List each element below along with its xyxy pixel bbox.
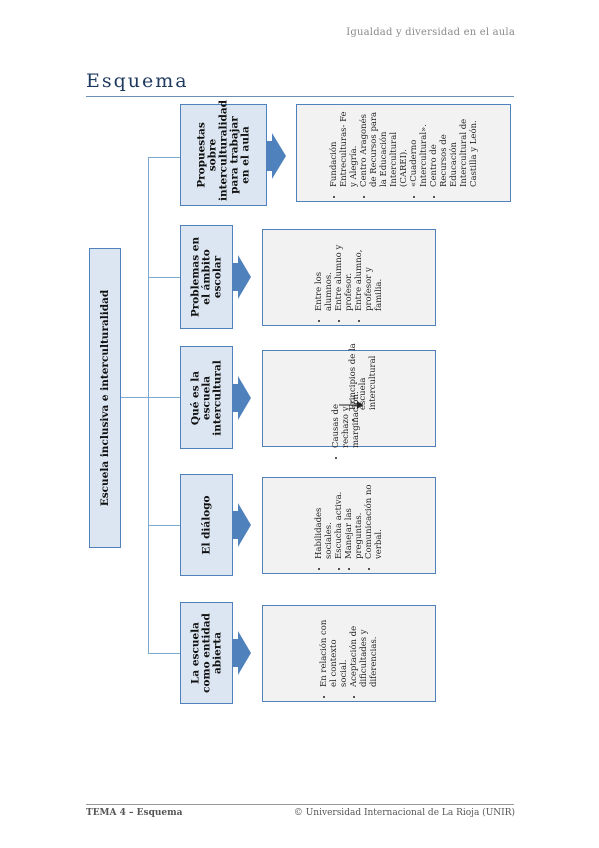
list-item: Aceptación de dificultades y diferencias… bbox=[349, 611, 379, 686]
detail-box-5: En relación con el contexto social. Acep… bbox=[262, 605, 436, 702]
topic-label-4: El diálogo bbox=[200, 495, 212, 555]
list-item: Comunicación no verbal. bbox=[364, 483, 384, 559]
detail-list-4: Habilidades sociales. Escucha activa. Ma… bbox=[314, 483, 384, 569]
arrow-icon-3 bbox=[233, 376, 251, 420]
topic-label-3: Qué es la escuela intercultural bbox=[189, 359, 223, 436]
arrow-icon-4 bbox=[233, 503, 251, 547]
footer-divider bbox=[86, 804, 514, 805]
list-item: «Cuaderno Intercultural». bbox=[409, 109, 429, 187]
topic-box-3: Qué es la escuela intercultural bbox=[180, 346, 233, 449]
list-item: Principios de la escuela intercultural bbox=[348, 340, 378, 410]
list-item: Manejar las preguntas. bbox=[344, 483, 364, 559]
connector-branch-4 bbox=[148, 525, 180, 526]
main-topic-box: Escuela inclusiva e interculturalidad bbox=[89, 248, 121, 548]
list-item: En relación con el contexto social. bbox=[319, 611, 349, 686]
connector-vertical bbox=[148, 157, 149, 654]
arrow-right-icon bbox=[339, 401, 363, 409]
topic-label-2: Problemas en el ámbito escolar bbox=[189, 236, 223, 318]
list-item: Escucha activa. bbox=[334, 483, 344, 558]
detail-box-1: Fundación Entreculturas- Fe y Alegría. C… bbox=[296, 104, 511, 202]
title-divider bbox=[86, 96, 514, 97]
topic-label-5: La escuela como entidad abierta bbox=[189, 613, 223, 693]
arrow-icon-5 bbox=[233, 631, 251, 675]
detail-list-5: En relación con el contexto social. Acep… bbox=[319, 611, 379, 697]
detail-list-3b: Principios de la escuela intercultural bbox=[348, 340, 378, 420]
topic-box-2: Problemas en el ámbito escolar bbox=[180, 225, 233, 329]
detail-box-4: Habilidades sociales. Escucha activa. Ma… bbox=[262, 477, 436, 574]
footer-copyright: © Universidad Internacional de La Rioja … bbox=[293, 808, 515, 818]
list-item: Habilidades sociales. bbox=[314, 483, 334, 558]
page-title: Esquema bbox=[86, 70, 189, 92]
running-header: Igualdad y diversidad en el aula bbox=[346, 27, 515, 38]
connector-stub bbox=[121, 397, 148, 398]
arrow-icon-2 bbox=[233, 255, 251, 299]
detail-list-2: Entre los alumnos. Entre alumno y profes… bbox=[314, 235, 384, 321]
main-topic-label: Escuela inclusiva e interculturalidad bbox=[99, 289, 111, 507]
connector-branch-3 bbox=[148, 397, 180, 398]
list-item: Entre los alumnos. bbox=[314, 235, 334, 310]
topic-label-1: Propuestas sobre interculturalidad para … bbox=[195, 100, 251, 201]
list-item: Centro Aragonés de Recursos para la Educ… bbox=[359, 109, 409, 187]
detail-box-3: Causas de rechazo y marginación. Princip… bbox=[262, 343, 436, 448]
topic-box-5: La escuela como entidad abierta bbox=[180, 602, 233, 704]
list-item: Centro de Recursos de Educación Intercul… bbox=[429, 109, 479, 187]
detail-list-1: Fundación Entreculturas- Fe y Alegría. C… bbox=[329, 109, 479, 197]
topic-box-1: Propuestas sobre interculturalidad para … bbox=[180, 100, 267, 206]
footer-chapter: TEMA 4 – Esquema bbox=[86, 808, 183, 818]
arrow-icon-1 bbox=[266, 133, 286, 179]
topic-box-4: El diálogo bbox=[180, 474, 233, 576]
list-item: Entre alumno y profesor. bbox=[334, 235, 354, 310]
connector-branch-2 bbox=[148, 277, 180, 278]
list-item: Fundación Entreculturas- Fe y Alegría. bbox=[329, 109, 359, 187]
list-item: Entre alumno, profesor y familia. bbox=[354, 235, 384, 311]
detail-box-2: Entre los alumnos. Entre alumno y profes… bbox=[262, 229, 436, 326]
connector-branch-5 bbox=[148, 653, 180, 654]
connector-branch-1 bbox=[148, 157, 180, 158]
